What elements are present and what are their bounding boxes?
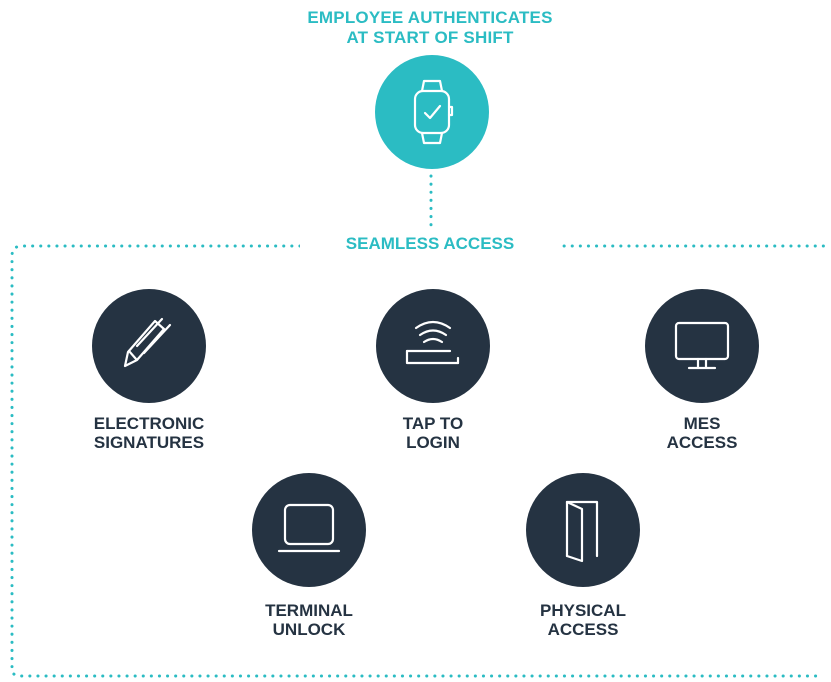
electronic-signatures-label: ELECTRONIC SIGNATURES xyxy=(93,414,205,452)
monitor-icon xyxy=(674,321,730,370)
tap-reader-icon xyxy=(405,320,460,365)
box-top-left xyxy=(10,244,821,678)
terminal-unlock-node xyxy=(252,473,366,587)
header-title: EMPLOYEE AUTHENTICATES AT START OF SHIFT xyxy=(215,8,645,48)
pen-icon xyxy=(123,317,172,368)
physical-access-label: PHYSICAL ACCESS xyxy=(540,601,626,639)
mes-access-label: MES ACCESS xyxy=(666,414,738,452)
electronic-signatures-node xyxy=(92,289,206,403)
section-title: SEAMLESS ACCESS xyxy=(300,234,560,254)
smartwatch-check-icon xyxy=(413,79,454,145)
header-title-line2: AT START OF SHIFT xyxy=(346,28,514,47)
door-icon xyxy=(565,500,599,563)
terminal-unlock-label: TERMINAL UNLOCK xyxy=(265,601,353,639)
tap-to-login-label: TAP TO LOGIN xyxy=(402,414,464,452)
employee-auth-node xyxy=(375,55,489,169)
mes-access-node xyxy=(645,289,759,403)
header-title-line1: EMPLOYEE AUTHENTICATES xyxy=(307,8,553,27)
laptop-icon xyxy=(277,503,341,553)
tap-to-login-node xyxy=(376,289,490,403)
physical-access-node xyxy=(526,473,640,587)
